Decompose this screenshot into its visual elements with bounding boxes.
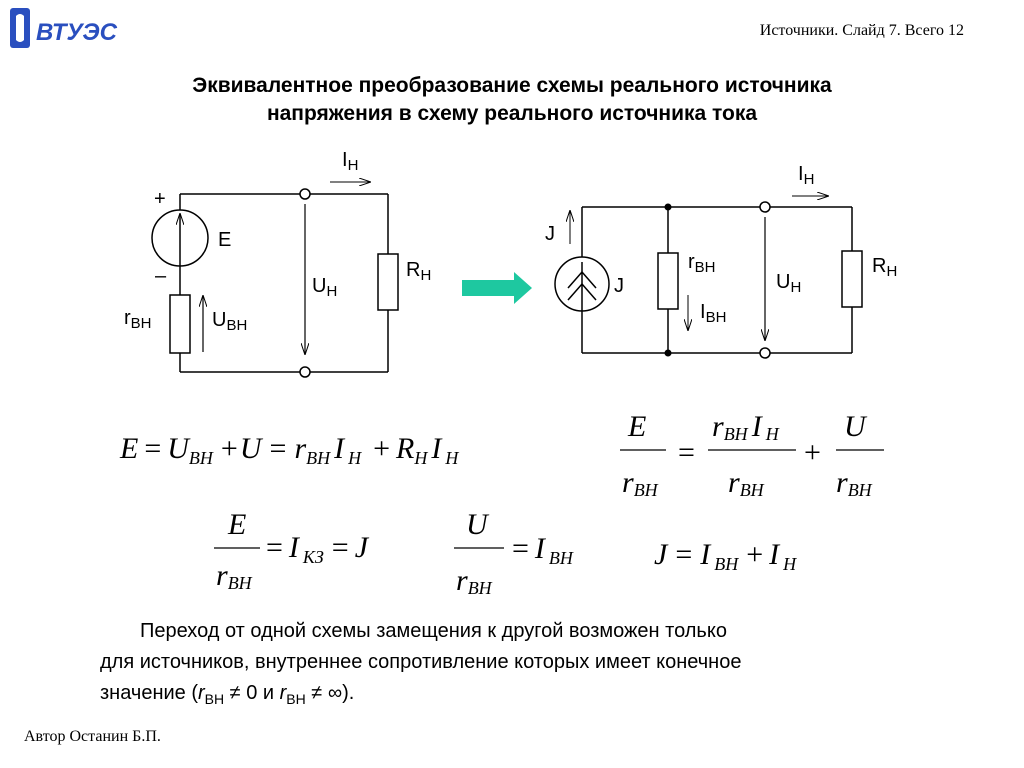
minus-sign: –: [155, 265, 167, 287]
logo-text: ВТУЭС: [36, 19, 118, 46]
slide-info: Источники. Слайд 7. Всего 12: [759, 22, 964, 39]
load-resistor-label-2: RН: [872, 255, 897, 280]
internal-current-label: IВН: [700, 301, 726, 326]
voltage-source-circuit: [151, 182, 399, 378]
title-line-1: Эквивалентное преобразование схемы реаль…: [192, 74, 832, 97]
transform-arrow-icon: [462, 272, 532, 304]
slide-title: Эквивалентное преобразование схемы реаль…: [0, 72, 1024, 128]
svg-text:rВН: rВН: [836, 466, 873, 500]
logo: ВТУЭС: [8, 6, 128, 57]
terminal-bottom-2: [759, 347, 771, 359]
explanation-paragraph: Переход от одной схемы замещения к друго…: [100, 616, 926, 715]
svg-text:rВН: rВН: [622, 466, 659, 500]
svg-text:=: =: [678, 436, 695, 469]
current-source-label: J: [614, 275, 624, 297]
paragraph-line-1: Переход от одной схемы замещения к друго…: [140, 620, 727, 642]
svg-text:rВН: rВН: [216, 559, 253, 593]
svg-text:U: U: [844, 410, 868, 443]
title-line-2: напряжения в схему реального источника т…: [266, 102, 758, 125]
internal-resistor-2: [657, 252, 679, 310]
svg-text:=IВН: =IВН: [512, 532, 574, 568]
svg-text:E: E: [627, 410, 646, 443]
svg-text:rВН: rВН: [728, 466, 765, 500]
emf-label: E: [218, 229, 231, 251]
paragraph-line-2: для источников, внутреннее сопротивление…: [100, 651, 742, 673]
node-top: [664, 203, 672, 211]
svg-text:U: U: [466, 508, 490, 541]
terminal-top: [299, 188, 311, 200]
svg-text:rВН: rВН: [456, 564, 493, 598]
current-label: IН: [342, 149, 358, 174]
svg-text:+: +: [804, 436, 821, 469]
author-footer: Автор Останин Б.П.: [24, 728, 161, 745]
current-source-circuit: [554, 196, 863, 359]
paragraph-line-3: значение (rВН ≠ 0 и rВН ≠ ∞).: [100, 682, 355, 707]
internal-voltage-label: UВН: [212, 309, 247, 334]
terminal-top-2: [759, 201, 771, 213]
internal-resistor-label-2: rВН: [688, 251, 716, 276]
voltage-label-2: UН: [776, 271, 801, 296]
load-resistor: [377, 253, 399, 311]
terminal-bottom: [299, 366, 311, 378]
logo-figure: [16, 14, 24, 42]
svg-text:=IКЗ=J: =IКЗ=J: [266, 531, 370, 567]
internal-resistor-label: rВН: [124, 307, 152, 332]
svg-text:E: E: [227, 508, 246, 541]
plus-sign: +: [154, 188, 166, 210]
load-resistor-2: [841, 250, 863, 308]
internal-resistor: [169, 294, 191, 354]
source-current-label: J: [545, 223, 555, 245]
node-bottom: [664, 349, 672, 357]
current-label-2: IН: [798, 163, 814, 188]
load-resistor-label: RН: [406, 259, 431, 284]
voltage-label: UН: [312, 275, 337, 300]
